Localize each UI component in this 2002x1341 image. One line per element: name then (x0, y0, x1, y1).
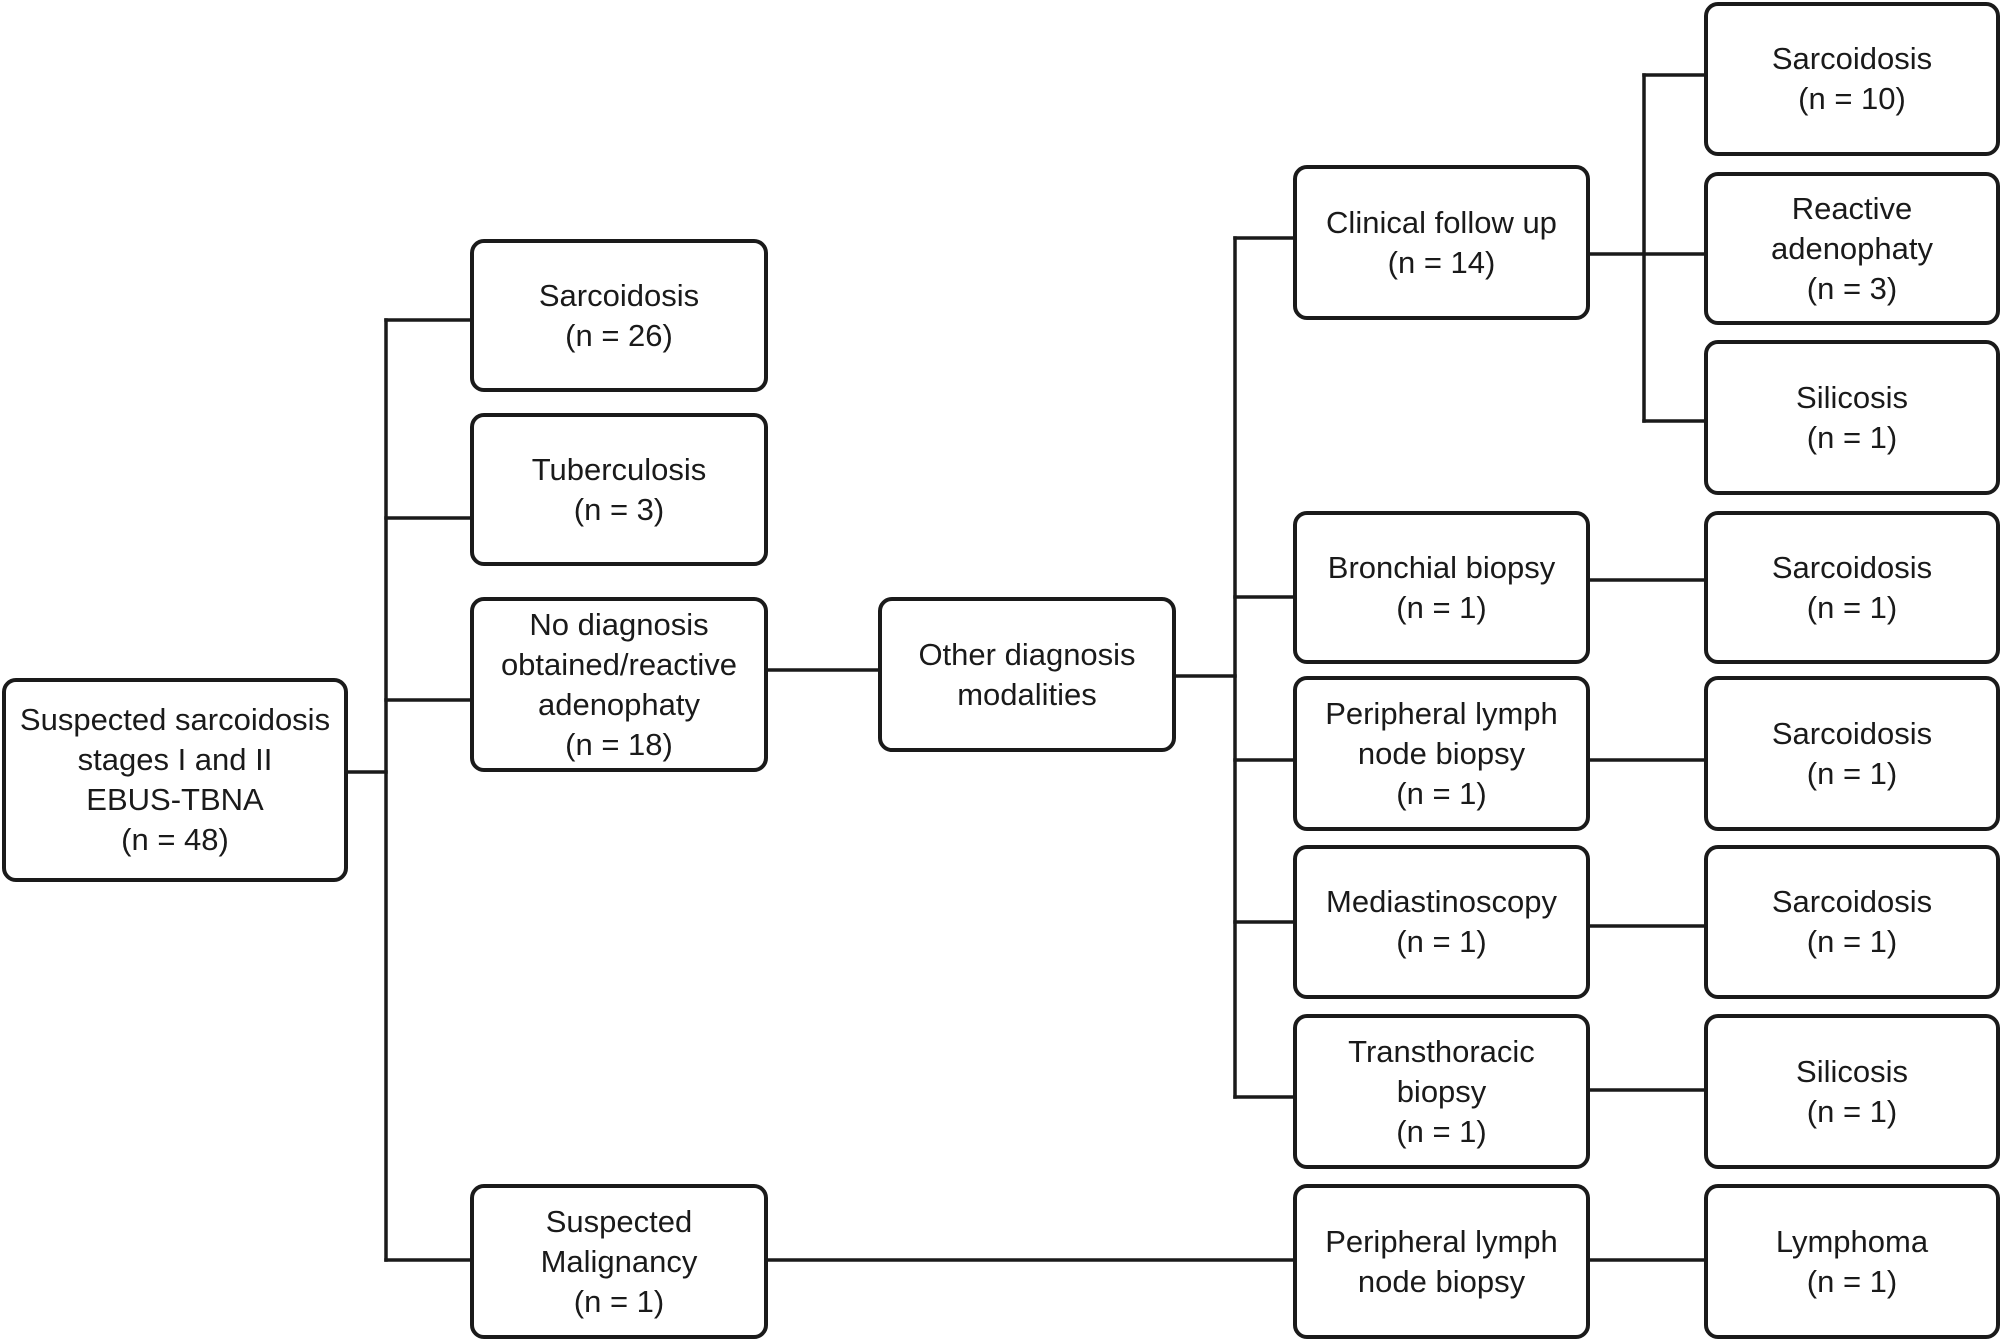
lymphoma-node: Lymphoma (n = 1) (1704, 1184, 2000, 1339)
sarcoidosis-node: Sarcoidosis (n = 26) (470, 239, 768, 392)
no-diagnosis-node: No diagnosis obtained/reactive adenophat… (470, 597, 768, 772)
plnb-sarcoidosis-node: Sarcoidosis (n = 1) (1704, 676, 2000, 831)
other-diagnosis-modalities-node: Other diagnosis modalities (878, 597, 1176, 752)
root-node: Suspected sarcoidosis stages I and II EB… (2, 678, 348, 882)
mediastinoscopy-sarcoidosis-node: Sarcoidosis (n = 1) (1704, 845, 2000, 999)
transthoracic-biopsy-node: Transthoracic biopsy (n = 1) (1293, 1014, 1590, 1169)
bronchial-biopsy-node: Bronchial biopsy (n = 1) (1293, 511, 1590, 664)
transthoracic-silicosis-node: Silicosis (n = 1) (1704, 1014, 2000, 1169)
suspected-malignancy-node: Suspected Malignancy (n = 1) (470, 1184, 768, 1339)
bb-sarcoidosis-node: Sarcoidosis (n = 1) (1704, 511, 2000, 664)
cfu-sarcoidosis-node: Sarcoidosis (n = 10) (1704, 2, 2000, 156)
malignancy-lymph-node-biopsy-node: Peripheral lymph node biopsy (1293, 1184, 1590, 1339)
tuberculosis-node: Tuberculosis (n = 3) (470, 413, 768, 566)
peripheral-lymph-node-biopsy-node: Peripheral lymph node biopsy (n = 1) (1293, 676, 1590, 831)
clinical-follow-up-node: Clinical follow up (n = 14) (1293, 165, 1590, 320)
cfu-silicosis-node: Silicosis (n = 1) (1704, 340, 2000, 495)
mediastinoscopy-node: Mediastinoscopy (n = 1) (1293, 845, 1590, 999)
cfu-reactive-adenophaty-node: Reactive adenophaty (n = 3) (1704, 172, 2000, 325)
